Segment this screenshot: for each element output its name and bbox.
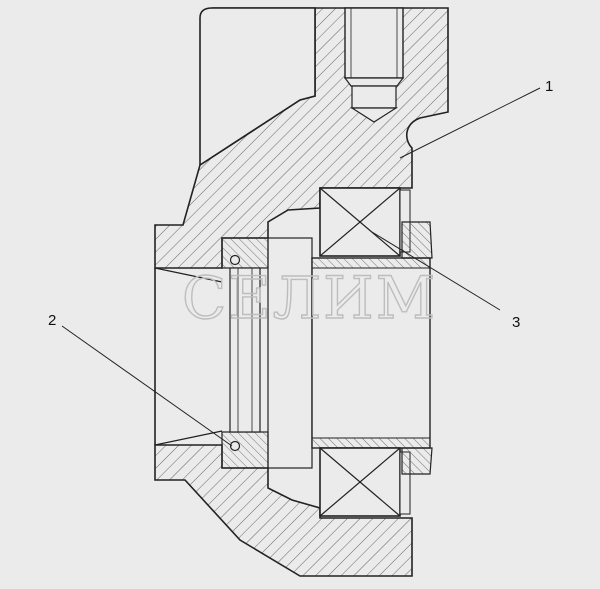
bearing — [319, 187, 411, 517]
callout-3: 3 — [512, 314, 520, 331]
seal — [221, 237, 269, 469]
leader-lines — [61, 87, 541, 447]
housing-upper-cavity — [199, 7, 316, 167]
retaining-ring — [401, 221, 433, 475]
shaft-bore — [267, 237, 431, 469]
callout-2: 2 — [48, 312, 56, 329]
callout-1: 1 — [545, 78, 553, 95]
threaded-plug — [343, 7, 405, 123]
watermark-text: СЕЛИМ — [182, 264, 437, 332]
